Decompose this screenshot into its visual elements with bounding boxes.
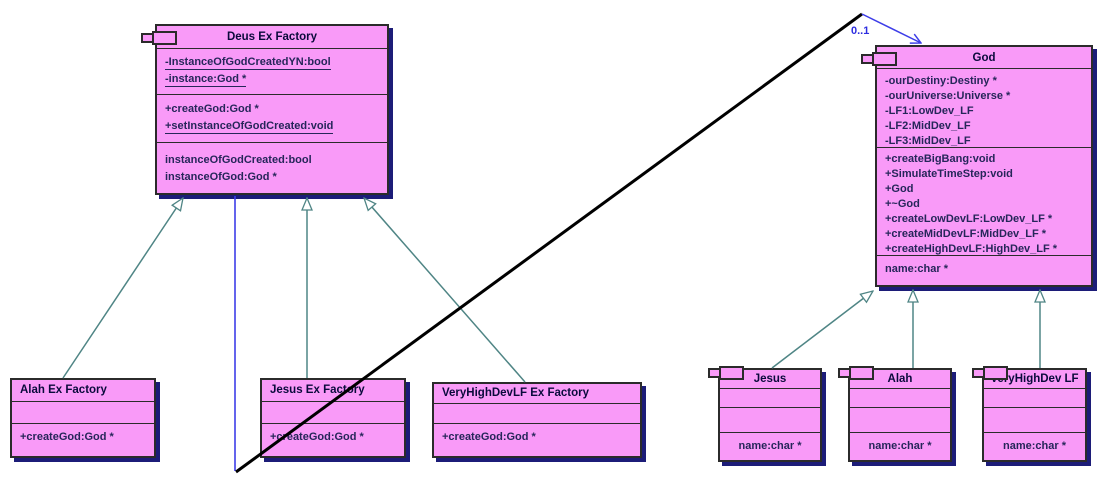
property-row: instanceOfGod:God *	[165, 171, 277, 184]
attributes-compartment	[984, 388, 1085, 407]
method-row: +SimulateTimeStep:void	[885, 168, 1013, 181]
methods-compartment: +createGod:God *	[12, 422, 154, 456]
attributes-compartment: -InstanceOfGodCreatedYN:bool -instance:G…	[157, 48, 387, 94]
method-row: +createGod:God *	[165, 103, 259, 116]
attribute-row: -InstanceOfGodCreatedYN:bool	[165, 56, 331, 71]
properties-compartment: instanceOfGodCreated:bool instanceOfGod:…	[157, 142, 387, 193]
methods-compartment	[984, 407, 1085, 432]
class-box-jesus[interactable]: Jesus name:char *	[708, 366, 822, 462]
attributes-compartment	[12, 400, 154, 423]
method-row: +~God	[885, 198, 920, 211]
association-arrow-to-god[interactable]	[861, 13, 921, 43]
properties-compartment: name:char *	[720, 432, 820, 460]
method-row: +setInstanceOfGodCreated:void	[165, 120, 334, 135]
class-title: Alah Ex Factory	[20, 384, 107, 397]
class-box-alah-ex-factory[interactable]: Alah Ex Factory +createGod:God *	[10, 378, 156, 458]
methods-compartment: +createGod:God *	[262, 422, 404, 456]
properties-compartment: name:char *	[850, 432, 950, 460]
class-icon	[141, 31, 177, 45]
generalization-vhd-factory[interactable]	[364, 198, 526, 383]
generalization-jesus[interactable]	[771, 291, 873, 369]
class-title: VeryHighDev LF	[990, 373, 1079, 386]
class-title: Deus Ex Factory	[226, 31, 318, 44]
methods-compartment: +createBigBang:void +SimulateTimeStep:vo…	[877, 147, 1091, 255]
attributes-compartment	[434, 402, 640, 423]
class-icon	[708, 366, 744, 380]
method-row: +createGod:God *	[442, 430, 536, 443]
method-row: +createBigBang:void	[885, 153, 996, 166]
class-icon	[972, 366, 1008, 380]
attributes-compartment	[262, 400, 404, 423]
multiplicity-label: 0..1	[851, 25, 870, 37]
class-box-god[interactable]: God -ourDestiny:Destiny * -ourUniverse:U…	[861, 45, 1093, 287]
class-box-veryhighdev-lf[interactable]: VeryHighDev LF name:char *	[972, 366, 1087, 462]
class-icon	[861, 52, 897, 66]
class-title: Alah	[887, 373, 913, 386]
generalization-alah-factory[interactable]	[62, 198, 183, 379]
class-box-jesus-ex-factory[interactable]: Jesus Ex Factory +createGod:God *	[260, 378, 406, 458]
attribute-row: -LF2:MidDev_LF	[885, 120, 971, 133]
class-box-deus-ex-factory[interactable]: Deus Ex Factory -InstanceOfGodCreatedYN:…	[141, 24, 389, 195]
class-title: Jesus Ex Factory	[270, 384, 365, 397]
attribute-row: -LF3:MidDev_LF	[885, 135, 971, 148]
class-box-veryhighdevlf-ex-factory[interactable]: VeryHighDevLF Ex Factory +createGod:God …	[432, 382, 642, 458]
class-box-alah[interactable]: Alah name:char *	[838, 366, 952, 462]
attributes-compartment	[720, 388, 820, 407]
methods-compartment: +createGod:God *	[434, 422, 640, 456]
class-icon	[838, 366, 874, 380]
property-row: name:char *	[868, 440, 932, 452]
methods-compartment	[720, 407, 820, 432]
class-title: God	[972, 51, 996, 64]
property-row: name:char *	[738, 440, 802, 452]
method-row: +createGod:God *	[270, 430, 364, 443]
attribute-row: -instance:God *	[165, 73, 247, 88]
property-row: instanceOfGodCreated:bool	[165, 154, 312, 167]
property-row: name:char *	[885, 263, 948, 276]
properties-compartment: name:char *	[877, 255, 1091, 285]
property-row: name:char *	[1003, 440, 1066, 452]
method-row: +createLowDevLF:LowDev_LF *	[885, 213, 1053, 226]
class-title: VeryHighDevLF Ex Factory	[442, 387, 589, 400]
method-row: +God	[885, 183, 914, 196]
attribute-row: -ourUniverse:Universe *	[885, 90, 1011, 103]
attribute-row: -LF1:LowDev_LF	[885, 105, 974, 118]
methods-compartment	[850, 407, 950, 432]
properties-compartment: name:char *	[984, 432, 1085, 460]
method-row: +createGod:God *	[20, 430, 114, 443]
methods-compartment: +createGod:God * +setInstanceOfGodCreate…	[157, 94, 387, 142]
attributes-compartment	[850, 388, 950, 407]
method-row: +createMidDevLF:MidDev_LF *	[885, 228, 1047, 241]
attributes-compartment: -ourDestiny:Destiny * -ourUniverse:Unive…	[877, 68, 1091, 147]
attribute-row: -ourDestiny:Destiny *	[885, 75, 997, 88]
method-row: +createHighDevLF:HighDev_LF *	[885, 243, 1058, 256]
